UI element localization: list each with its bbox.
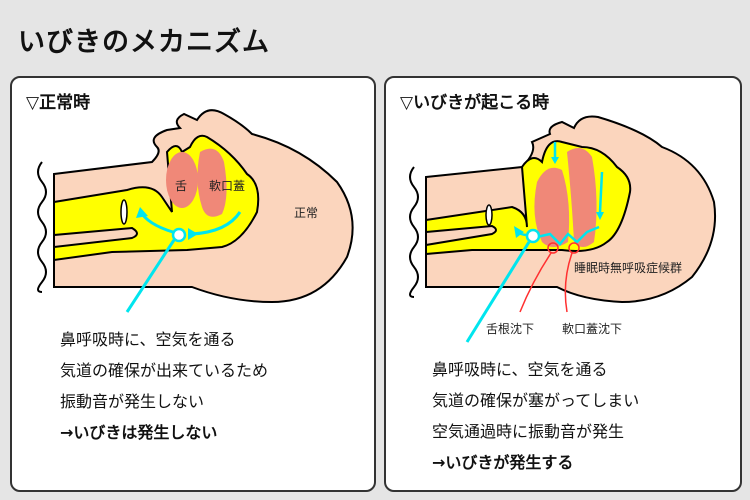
tongue-dropped	[534, 167, 570, 247]
snoring-description: 鼻呼吸時に、空気を通る 気道の確保が塞がってしまい 空気通過時に振動音が発生 →…	[432, 354, 639, 478]
label-sleep-apnea: 睡眠時無呼吸症候群	[574, 260, 682, 275]
main-title: いびきのメカニズム	[18, 27, 270, 58]
soft-palate	[197, 148, 227, 217]
pointer-line	[465, 241, 531, 343]
trachea-ring	[120, 199, 128, 225]
marker-lines	[519, 252, 573, 313]
desc-line: 気道の確保が出来ているため	[60, 361, 269, 380]
airflow-arrowheads	[136, 207, 198, 240]
airway-point-marker	[525, 228, 541, 244]
normal-description: 鼻呼吸時に、空気を通る 気道の確保が出来ているため 振動音が発生しない →いびき…	[60, 324, 268, 448]
panel-normal-heading: ▽正常時	[26, 93, 91, 113]
label-palate-drop: 軟口蓋沈下	[562, 321, 622, 336]
pointer-line	[125, 239, 176, 313]
soft-palate-dropped	[567, 148, 597, 247]
panel-normal: ▽正常時 舌 軟口蓋 正常 鼻呼吸時に、空気を通る 気道の確保が出来ているため …	[10, 76, 376, 492]
desc-conclusion: →いびきは発生しない	[60, 423, 218, 442]
normal-head-illustration: 舌 軟口蓋 正常	[37, 109, 354, 313]
desc-line: 振動音が発生しない	[60, 392, 205, 411]
panel-snoring: ▽いびきが起こる時 睡眠時無呼吸症候群 舌根沈下 軟口蓋沈下 鼻呼吸時に、空気を…	[384, 76, 742, 492]
label-soft-palate: 軟口蓋	[209, 178, 245, 193]
desc-line: 気道の確保が塞がってしまい	[432, 391, 640, 410]
trachea-ring	[485, 204, 493, 226]
label-normal: 正常	[294, 206, 318, 220]
tongue-drop-marker	[547, 242, 559, 254]
snoring-head-illustration: 睡眠時無呼吸症候群 舌根沈下 軟口蓋沈下	[409, 115, 717, 343]
airway-point-marker	[171, 227, 187, 243]
label-tongue: 舌	[175, 179, 187, 193]
palate-drop-marker	[568, 242, 580, 254]
wavy-cut-line	[409, 166, 419, 298]
panel-snoring-heading: ▽いびきが起こる時	[400, 93, 550, 113]
desc-line: 鼻呼吸時に、空気を通る	[60, 330, 236, 349]
desc-line: 鼻呼吸時に、空気を通る	[432, 360, 608, 379]
tongue	[166, 152, 198, 208]
desc-conclusion: →いびきが発生する	[432, 453, 574, 472]
wavy-cut-line	[37, 161, 47, 293]
label-tongue-drop: 舌根沈下	[486, 321, 534, 336]
desc-line: 空気通過時に振動音が発生	[432, 422, 625, 441]
